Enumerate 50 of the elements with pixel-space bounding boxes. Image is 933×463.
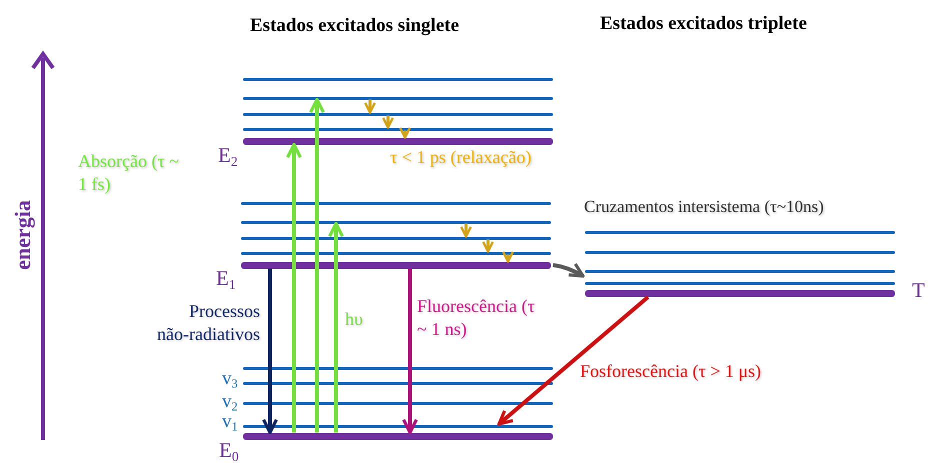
heading: Estados excitados triplete bbox=[600, 12, 808, 36]
energy-level bbox=[585, 230, 895, 234]
arrow bbox=[502, 250, 514, 263]
energy-level bbox=[243, 128, 553, 130]
edge-label: Processos não-radiativos bbox=[156, 300, 260, 346]
heading: Estados excitados singlete bbox=[250, 14, 460, 38]
level-label: E$_{0}$ bbox=[219, 440, 239, 463]
energy-level bbox=[585, 282, 895, 284]
energy-level bbox=[243, 432, 553, 440]
level-label: E$_{2}$ bbox=[218, 145, 238, 169]
edge-label: Fosforescência (τ > 1 μs) bbox=[580, 360, 762, 383]
energy-level bbox=[243, 78, 553, 80]
arrow bbox=[399, 126, 411, 139]
axis-label: energia bbox=[10, 199, 36, 272]
level-label: v$_{1}$ bbox=[222, 412, 238, 434]
energy-level bbox=[585, 290, 895, 296]
arrow bbox=[460, 224, 472, 238]
annotation: Cruzamentos intersistema (τ~10ns) bbox=[584, 196, 825, 218]
energy-level bbox=[241, 220, 551, 224]
arrow bbox=[286, 142, 302, 432]
arrow bbox=[552, 262, 585, 278]
energy-level bbox=[241, 202, 551, 204]
arrow bbox=[402, 268, 418, 434]
energy-level bbox=[243, 138, 553, 144]
energy-level bbox=[243, 112, 553, 116]
energy-level bbox=[243, 382, 553, 384]
energy-level bbox=[243, 402, 553, 404]
energy-level bbox=[585, 270, 895, 272]
arrow bbox=[364, 100, 376, 114]
arrow bbox=[497, 295, 650, 426]
energy-level bbox=[243, 366, 553, 370]
energy-level bbox=[241, 236, 551, 240]
energy-level bbox=[241, 252, 551, 254]
energy-level bbox=[243, 96, 553, 100]
arrow bbox=[309, 98, 325, 432]
energy-level bbox=[243, 424, 553, 428]
annotation: τ < 1 ps (relaxação) bbox=[390, 146, 532, 168]
edge-label: hυ bbox=[345, 308, 364, 331]
annotation: Absorção (τ ~ 1 fs) bbox=[78, 150, 180, 195]
energy-level bbox=[241, 262, 551, 268]
arrow bbox=[382, 116, 394, 129]
arrow bbox=[482, 240, 494, 253]
level-label: v$_{3}$ bbox=[222, 369, 238, 390]
arrow bbox=[328, 222, 344, 432]
edge-label: Fluorescência (τ ~ 1 ns) bbox=[417, 295, 536, 342]
level-label: E$_{1}$ bbox=[216, 268, 236, 292]
energy-level bbox=[585, 250, 895, 254]
level-label: v$_{2}$ bbox=[222, 392, 238, 414]
level-label: T bbox=[912, 280, 925, 301]
arrow bbox=[262, 268, 278, 434]
